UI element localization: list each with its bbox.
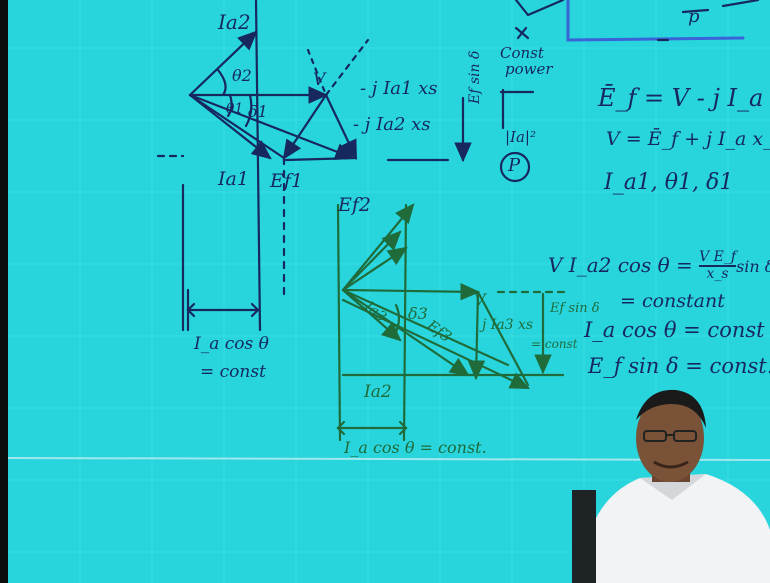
label-theta1: θ1 (226, 101, 244, 117)
label-ef1: Ef1 (270, 170, 303, 192)
label-theta2: θ2 (232, 66, 252, 85)
label-green-eq-const: = const (531, 337, 578, 351)
whiteboard: Ia2 θ2 θ1 δ1 V - j Ia1 xs - j Ia2 xs Ia1… (8, 0, 770, 583)
label-delta3: δ3 (408, 304, 428, 323)
label-top-p: p (688, 6, 700, 27)
equation-ia-cos-const: I_a cos θ = const (584, 318, 765, 342)
label-delta1: δ1 (248, 102, 268, 121)
label-j-ia2-xs: - j Ia2 xs (353, 114, 431, 135)
equation-power-lhs: V I_a2 cos θ = (548, 252, 700, 277)
equation-power-denominator: x_s (706, 266, 729, 283)
label-ia2-green: Ia2 (364, 382, 392, 402)
label-const: Const (500, 44, 544, 62)
label-ef2: Ef2 (338, 194, 371, 216)
note-ia-cos-theta: I_a cos θ (194, 334, 269, 354)
equation-ia1-theta1-delta1: I_a1, θ1, δ1 (604, 170, 734, 195)
label-ia-squared: |Ia|² (505, 128, 536, 146)
label-power: power (505, 60, 553, 78)
equation-ef: Ē_f = V - j I_a x_s (598, 84, 770, 112)
label-ia2: Ia2 (218, 10, 251, 34)
equation-power-numerator: V E_f (699, 249, 737, 268)
label-p-circled: P (508, 155, 521, 176)
label-j-ia1-xs: - j Ia1 xs (360, 78, 438, 99)
equation-constant: = constant (620, 290, 725, 312)
label-green-v: V (474, 290, 486, 309)
label-ia-cos-const-green: I_a cos θ = const. (344, 438, 487, 457)
bottom-phasor-diagram (336, 203, 570, 442)
equation-ef-sin-const: E_f sin δ = const. (588, 354, 770, 378)
equation-power-tail: sin δ (736, 256, 770, 276)
equation-v: V = Ē_f + j I_a x_s (606, 128, 770, 150)
note-equals-const: = const (200, 362, 266, 382)
label-ia1: Ia1 (218, 168, 249, 190)
label-green-ef-sin-delta: Ef sin δ (550, 301, 600, 316)
top-phasor-diagram (156, 0, 760, 332)
label-v: V (313, 70, 326, 90)
label-j-ia3-xs: j Ia3 xs (482, 317, 534, 333)
